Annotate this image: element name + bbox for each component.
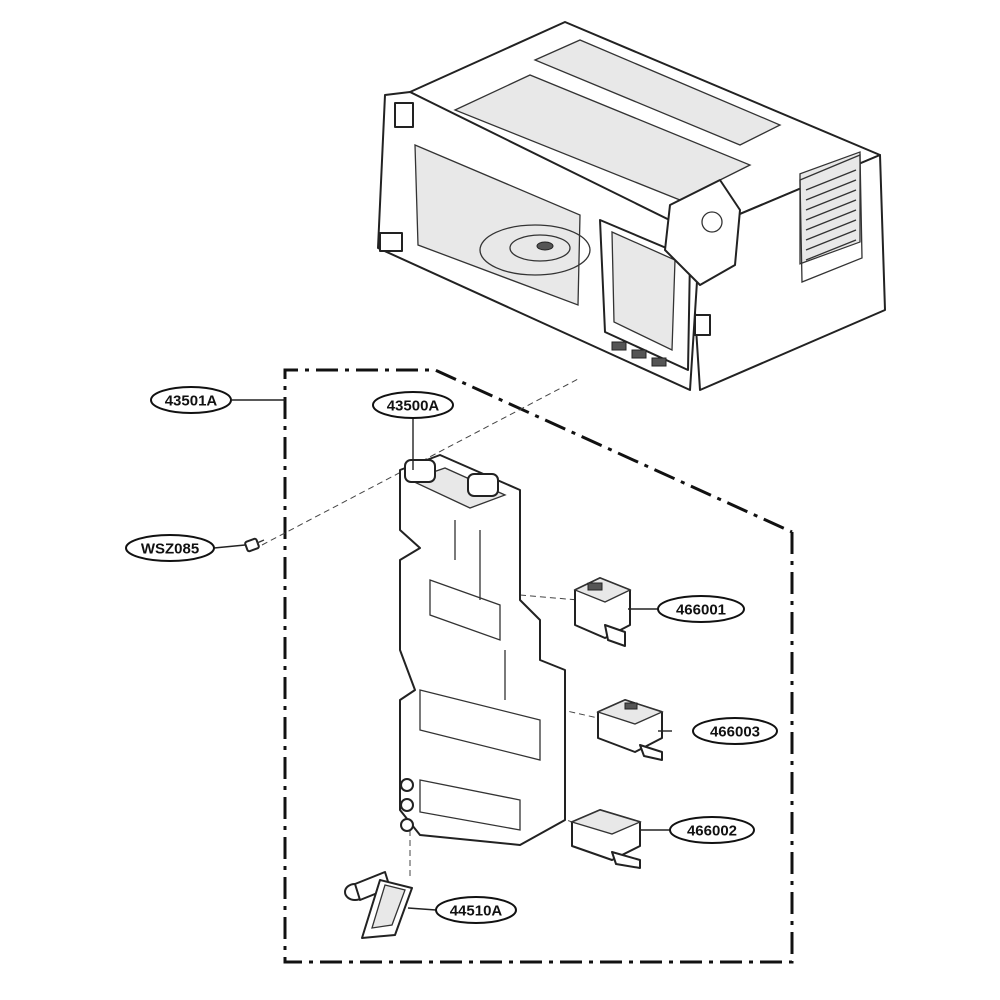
callout-label: 43501A: [165, 393, 218, 410]
callout-label: 44510A: [450, 903, 503, 920]
callout-label: WSZ085: [141, 541, 199, 558]
switch-466001: [573, 577, 632, 647]
callout-466002: 466002: [669, 816, 755, 844]
microwave-chassis: [377, 21, 886, 391]
callout-466003: 466003: [692, 717, 778, 745]
callout-label: 466002: [687, 823, 737, 840]
callout-43500A: 43500A: [372, 391, 454, 419]
latch-board: [399, 454, 566, 846]
assembly-boundary: [283, 368, 794, 964]
callout-label: 466001: [676, 602, 726, 619]
callout-466001: 466001: [657, 595, 745, 623]
callout-43501A: 43501A: [150, 386, 232, 414]
callout-label: 466003: [710, 724, 760, 741]
vent-grille: [799, 154, 863, 283]
callout-44510A: 44510A: [435, 896, 517, 924]
callout-WSZ085: WSZ085: [125, 534, 215, 562]
switch-466002: [570, 809, 642, 869]
callout-label: 43500A: [387, 398, 440, 415]
screw: [244, 537, 265, 553]
switch-466003: [596, 699, 664, 761]
lever: [344, 871, 413, 939]
turntable: [479, 224, 591, 276]
